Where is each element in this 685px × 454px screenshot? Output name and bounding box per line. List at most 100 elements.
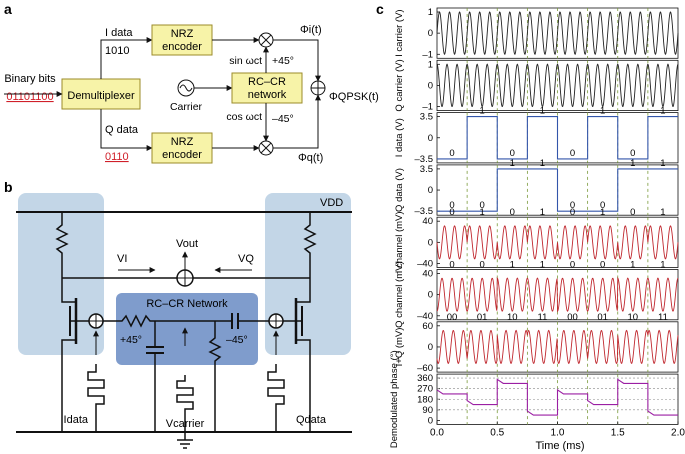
- q-path-wire: [100, 109, 153, 151]
- i-data-value: 1010: [105, 45, 129, 57]
- y-axis-label: I carrier (V): [394, 9, 405, 57]
- y-tick-label: 1: [428, 59, 433, 70]
- bit-label: 0: [449, 148, 454, 159]
- rccr-block: [231, 72, 303, 104]
- rccr-line1: RC–CR: [248, 76, 286, 88]
- nrz-encoder-q: [151, 132, 213, 164]
- symbol-label: 0: [630, 207, 635, 218]
- iq-sum-trace: [436, 329, 679, 365]
- demux-block: [61, 78, 141, 110]
- y-tick-label: 0: [428, 415, 433, 426]
- binary-bits-label: Binary bits: [4, 73, 56, 85]
- vcarrier-label: Vcarrier: [166, 418, 205, 430]
- bit-label: 1: [630, 158, 635, 169]
- qdata-pulse-icon: [267, 364, 285, 432]
- left-gate-summer-icon: [88, 313, 104, 329]
- right-transistor: [283, 278, 311, 432]
- mixer-q: [258, 140, 274, 156]
- x-tick-label: 1.5: [611, 427, 625, 438]
- q-carrier-trace: [436, 63, 679, 107]
- idata-label: Idata: [64, 414, 89, 426]
- i-channel-trace: [436, 225, 679, 260]
- x-tick-label: 0.5: [490, 427, 504, 438]
- y-tick-label: 0: [428, 237, 433, 248]
- y-axis-label: Q carrier (V): [394, 59, 405, 111]
- minus45-label: –45°: [272, 113, 294, 125]
- bit-label: 1: [540, 158, 545, 169]
- rccr-line2: network: [248, 89, 287, 101]
- bit-label: 0: [570, 200, 575, 211]
- symbol-label: 1: [660, 207, 665, 218]
- bit-label: 0: [480, 200, 485, 211]
- y-axis-label: I channel (mV): [394, 211, 405, 273]
- nrz-q-line2: encoder: [162, 149, 202, 161]
- y-tick-label: 0: [428, 342, 433, 353]
- phi-i-label: Φi(t): [300, 24, 322, 36]
- y-tick-label: 40: [422, 216, 433, 227]
- qdata-label: Qdata: [296, 414, 327, 426]
- x-tick-label: 0.0: [430, 427, 444, 438]
- y-tick-label: 60: [422, 321, 433, 332]
- nrz-i-line1: NRZ: [171, 28, 194, 40]
- mixer-i: [258, 32, 274, 48]
- panel-c-letter: c: [376, 1, 384, 17]
- left-load-resistor: [55, 212, 69, 278]
- y-tick-label: –40: [417, 259, 433, 270]
- nrz-i-line2: encoder: [162, 41, 202, 53]
- symbol-label: 01: [597, 312, 608, 323]
- q-data-value: 0110: [105, 151, 129, 163]
- symbol-label: 11: [658, 312, 668, 323]
- y-tick-label: 3.5: [420, 112, 433, 123]
- bit-label: 0: [630, 148, 635, 159]
- nrz-q-line1: NRZ: [171, 136, 194, 148]
- y-tick-label: 0: [428, 185, 433, 196]
- i-path-wire: [100, 37, 153, 79]
- vout-label: Vout: [176, 238, 198, 250]
- panel-a-letter: a: [4, 1, 12, 17]
- bit-label: 1: [540, 106, 545, 117]
- symbol-label: 0: [449, 260, 454, 271]
- phi-i-wire: [273, 39, 321, 82]
- y-tick-label: 270: [417, 384, 433, 395]
- cos-label: cos ωct: [226, 111, 262, 123]
- right-gate-summer-icon: [268, 313, 284, 329]
- phi-q-wire: [273, 94, 321, 149]
- left-transistor: [61, 278, 89, 432]
- symbol-label: 0: [570, 207, 575, 218]
- bit-label: 1: [600, 106, 605, 117]
- carrier-label: Carrier: [170, 101, 203, 113]
- nrz-encoder-i: [151, 24, 213, 56]
- symbol-label: 01: [477, 312, 488, 323]
- y-axis-label: Q data (V): [394, 168, 405, 212]
- symbol-label: 0: [600, 260, 605, 271]
- net-plus45-label: +45°: [120, 334, 142, 346]
- bit-label: 1: [480, 106, 485, 117]
- q-channel-trace: [436, 276, 679, 313]
- x-axis-label: Time (ms): [535, 440, 584, 452]
- carrier-source-icon: [177, 79, 195, 97]
- right-device-region: [265, 193, 351, 355]
- y-tick-label: 360: [417, 373, 433, 384]
- network-wiring: [103, 313, 269, 432]
- bit-label: 0: [600, 200, 605, 211]
- y-axis-label: I data (V): [394, 118, 405, 157]
- demodulated-phase-trace: [436, 378, 678, 416]
- symbol-label: 1: [510, 260, 515, 271]
- output-summer-icon: [176, 269, 194, 287]
- y-tick-label: 1: [428, 7, 433, 18]
- symbol-label: 0: [480, 260, 485, 271]
- y-tick-label: –3.5: [415, 206, 434, 217]
- y-tick-label: 0: [428, 290, 433, 301]
- y-tick-label: 180: [417, 394, 433, 405]
- panel-a: a Demultiplexer Binary bits 01101100 I d…: [4, 1, 379, 164]
- symbol-label: 11: [538, 312, 548, 323]
- bit-label: 1: [510, 158, 515, 169]
- i-data-label: I data: [105, 27, 133, 39]
- symbol-label: 1: [480, 207, 485, 218]
- binary-bits-value: 01101100: [6, 91, 53, 103]
- symbol-label: 0: [570, 260, 575, 271]
- symbol-label: 10: [628, 312, 639, 323]
- right-load-resistor: [303, 212, 317, 278]
- y-axis-label: I+Q (mV): [394, 328, 405, 367]
